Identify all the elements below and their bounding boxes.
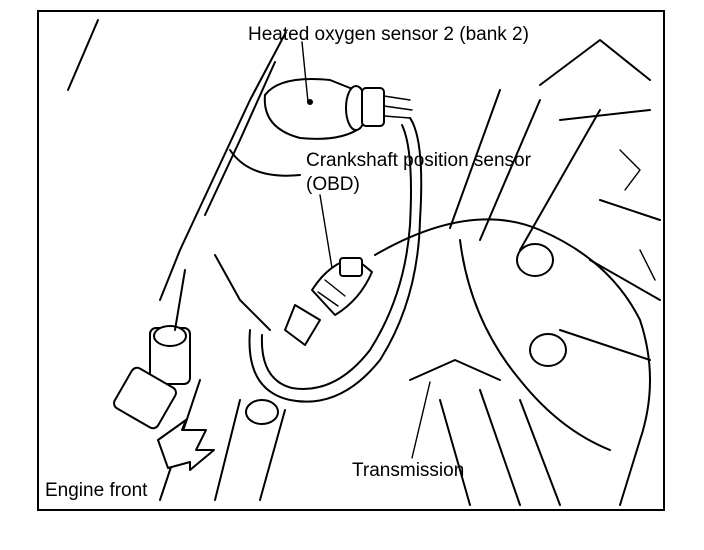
engine-edge-line: [67, 19, 99, 91]
sensor-harness-wire-inner: [260, 124, 412, 390]
engine-block-edge: [159, 31, 287, 301]
engine-block-edge-inner: [204, 61, 276, 216]
sensor-harness-wire: [248, 117, 423, 403]
crankshaft-position-sensor: [284, 257, 373, 346]
mounting-bolts: [113, 254, 286, 501]
leader-o2-sensor: [301, 41, 309, 103]
transmission-housing: [374, 39, 661, 506]
leader-transmission: [411, 381, 431, 459]
label-engine-front: Engine front: [45, 480, 148, 501]
label-oxygen-sensor: Heated oxygen sensor 2 (bank 2): [248, 24, 529, 45]
oxygen-sensor-2: [229, 78, 413, 177]
engine-front-arrow: [157, 419, 215, 471]
label-crank-sensor-line2: (OBD): [306, 174, 360, 195]
label-transmission: Transmission: [352, 460, 464, 481]
label-crank-sensor-line1: Crankshaft position sensor: [306, 150, 532, 171]
leader-crank-sensor: [319, 194, 333, 269]
